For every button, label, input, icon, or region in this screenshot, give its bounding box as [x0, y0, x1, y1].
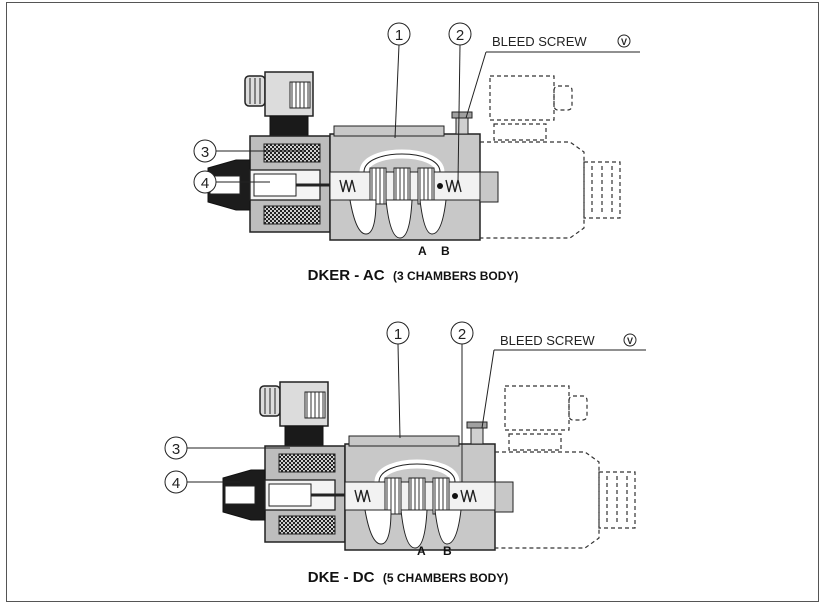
port-b-label: B [443, 544, 452, 558]
figure-caption: DKE - DC (5 CHAMBERS BODY) [308, 569, 508, 586]
bleed-screw-symbol: V [627, 336, 633, 346]
callout-1-label: 1 [395, 27, 403, 44]
callout-2-label: 2 [456, 27, 464, 44]
bleed-screw-leader [465, 51, 640, 119]
callout-2-leader [457, 44, 461, 183]
caption-main: DKER - AC [308, 267, 385, 284]
valve-drawing-5-chambers [223, 382, 635, 550]
caption-sub: (3 CHAMBERS BODY) [393, 269, 518, 283]
callout-4-label: 4 [201, 175, 209, 192]
callout-4-label: 4 [172, 475, 180, 492]
figure-caption: DKER - AC (3 CHAMBERS BODY) [308, 267, 519, 284]
figure-dker-ac: 1 2 3 4 BLEED SCREW V A B DKER - AC (3 C… [193, 22, 640, 284]
caption-main: DKE - DC [308, 569, 375, 586]
port-a-label: A [418, 244, 427, 258]
callout-3-label: 3 [172, 441, 180, 458]
callout-2-label: 2 [458, 326, 466, 343]
port-a-label: A [417, 544, 426, 558]
bleed-screw-symbol-marker [623, 333, 637, 347]
callout-1-label: 1 [394, 326, 402, 343]
bleed-screw-label: BLEED SCREW [500, 333, 595, 348]
callout-1-leader [397, 343, 401, 439]
bleed-screw-leader [481, 349, 646, 429]
bleed-screw-label: BLEED SCREW [492, 34, 587, 49]
port-b-label: B [441, 244, 450, 258]
bleed-screw-symbol-marker [617, 34, 631, 48]
figure-dke-dc: 1 2 3 4 BLEED SCREW V A B DKE - DC (5 CH… [164, 321, 646, 586]
bleed-screw-symbol: V [621, 37, 627, 47]
valve-drawing-3-chambers [208, 72, 620, 240]
callout-1-leader [394, 44, 400, 139]
caption-sub: (5 CHAMBERS BODY) [383, 571, 508, 585]
callout-3-label: 3 [201, 144, 209, 161]
